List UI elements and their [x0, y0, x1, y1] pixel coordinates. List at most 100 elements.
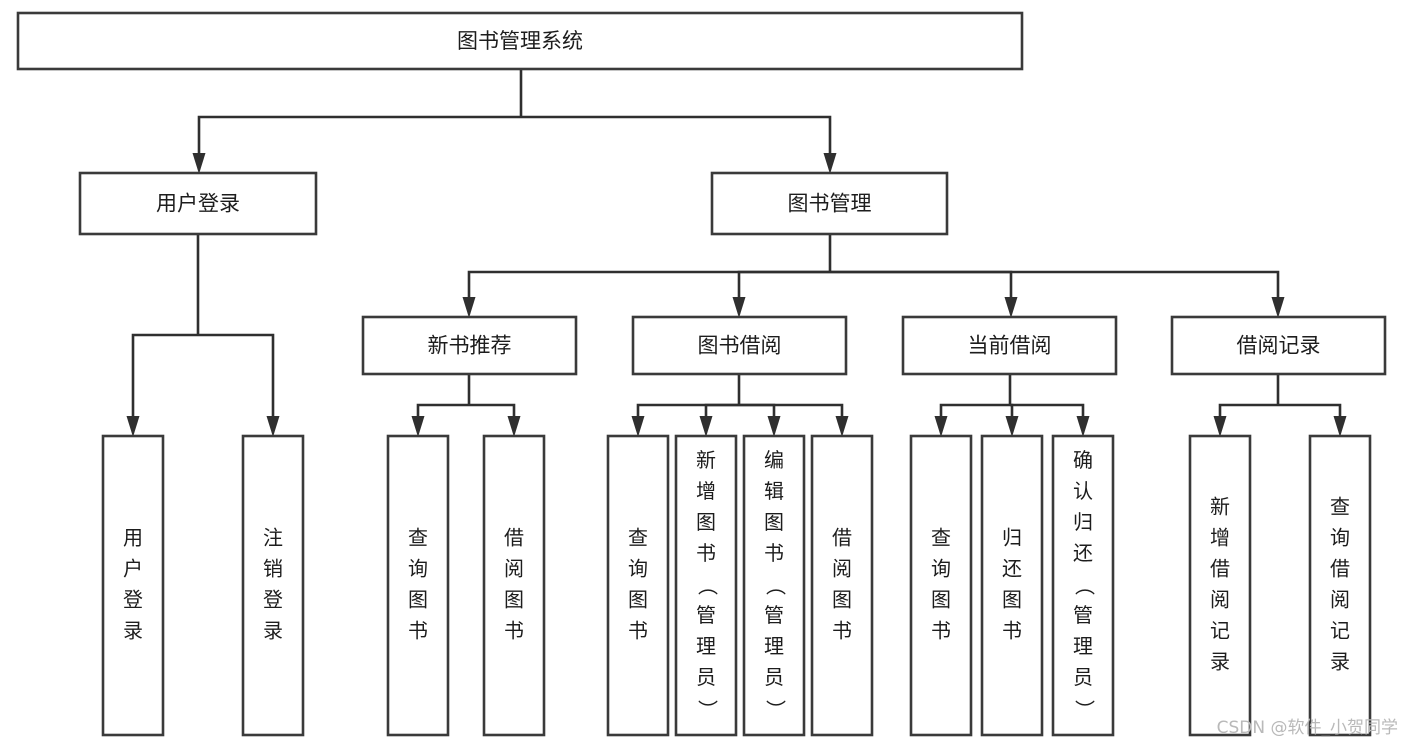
- node-box[interactable]: [361, 315, 578, 376]
- arrow-head-icon: [266, 416, 280, 437]
- node-box[interactable]: [1188, 434, 1252, 737]
- node-label-char: 员: [764, 665, 784, 689]
- node-box[interactable]: [1308, 434, 1372, 737]
- node-box[interactable]: [980, 434, 1044, 737]
- node-label-char: 记: [1330, 619, 1350, 643]
- node-layer: 图书管理系统用户登录图书管理新书推荐图书借阅当前借阅借阅记录用户登录注销登录查询…: [16, 11, 1387, 737]
- node-current-borrow[interactable]: 当前借阅: [901, 315, 1118, 376]
- node-label: 当前借阅: [968, 334, 1052, 358]
- edge-book-manage-to-new-book-rec: [462, 270, 830, 318]
- node-root[interactable]: 图书管理系统: [16, 11, 1024, 71]
- edge-path: [704, 403, 739, 416]
- node-user-login[interactable]: 用户登录: [78, 171, 318, 236]
- edge-borrow-record-to-leaf-query-record: [1278, 403, 1347, 437]
- node-label-char: 理: [696, 634, 716, 658]
- node-box[interactable]: [1051, 434, 1115, 737]
- edge-root-to-book-manage: [521, 115, 837, 174]
- node-label-char: 查: [1330, 495, 1350, 519]
- node-box[interactable]: [674, 434, 738, 737]
- edge-path: [939, 403, 1010, 416]
- node-label-char: 用: [123, 526, 143, 550]
- edge-book-manage-to-book-borrow: [732, 270, 830, 318]
- edge-current-borrow-to-leaf-query-book-3: [934, 403, 1010, 437]
- arrow-head-icon: [631, 416, 645, 437]
- node-label-char: 还: [1073, 541, 1093, 565]
- arrow-head-icon: [1213, 416, 1227, 437]
- node-label: 用户登录: [156, 192, 240, 216]
- node-box[interactable]: [386, 434, 450, 737]
- node-label-char: （: [1073, 576, 1097, 596]
- node-label-char: 录: [1330, 650, 1350, 674]
- node-label-char: 阅: [832, 557, 852, 581]
- node-label-char: （: [696, 576, 720, 596]
- edge-new-book-rec-to-leaf-borrow-book-1: [469, 403, 521, 437]
- node-label-char: 书: [1002, 619, 1022, 643]
- node-label-char: 登: [123, 588, 143, 612]
- node-label-char: 阅: [504, 557, 524, 581]
- node-label-char: 图: [504, 588, 524, 612]
- edge-path: [636, 403, 739, 416]
- node-box[interactable]: [78, 171, 318, 236]
- edge-root-to-user-login: [192, 115, 521, 174]
- node-box[interactable]: [241, 434, 305, 737]
- node-box[interactable]: [482, 434, 546, 737]
- node-box[interactable]: [901, 315, 1118, 376]
- node-box[interactable]: [16, 11, 1024, 71]
- node-label-char: 管: [764, 603, 784, 627]
- node-label-char: 户: [123, 557, 143, 581]
- edge-book-borrow-to-leaf-edit-book: [739, 403, 781, 437]
- node-label-char: 员: [696, 665, 716, 689]
- node-box[interactable]: [909, 434, 973, 737]
- node-label-char: 归: [1002, 526, 1022, 550]
- node-label-char: 图: [408, 588, 428, 612]
- edge-path: [739, 403, 776, 416]
- node-label-char: 借: [504, 526, 524, 550]
- node-label-char: 借: [1330, 557, 1350, 581]
- node-label-char: 编: [764, 448, 784, 472]
- node-label-char: 增: [1210, 526, 1230, 550]
- edge-path: [197, 115, 521, 153]
- node-box[interactable]: [1170, 315, 1387, 376]
- arrow-head-icon: [823, 153, 837, 174]
- node-label-char: ）: [1073, 700, 1097, 720]
- node-box[interactable]: [101, 434, 165, 737]
- node-box[interactable]: [710, 171, 949, 236]
- arrow-head-icon: [732, 297, 746, 318]
- node-box[interactable]: [606, 434, 670, 737]
- node-new-book-rec[interactable]: 新书推荐: [361, 315, 578, 376]
- node-label-char: 增: [696, 479, 716, 503]
- node-book-manage[interactable]: 图书管理: [710, 171, 949, 236]
- arrow-head-icon: [462, 297, 476, 318]
- node-label-char: 询: [931, 557, 951, 581]
- node-box[interactable]: [742, 434, 806, 737]
- edge-path: [416, 403, 469, 416]
- node-label-char: 查: [628, 526, 648, 550]
- node-label-char: 图: [764, 510, 784, 534]
- edge-path: [467, 270, 830, 297]
- node-box[interactable]: [631, 315, 848, 376]
- node-book-borrow[interactable]: 图书借阅: [631, 315, 848, 376]
- node-leaf-user-login[interactable]: 用户登录: [101, 434, 165, 737]
- edge-book-borrow-to-leaf-add-book: [699, 403, 739, 437]
- edge-path: [1218, 403, 1278, 416]
- arrow-head-icon: [411, 416, 425, 437]
- node-borrow-record[interactable]: 借阅记录: [1170, 315, 1387, 376]
- node-box[interactable]: [810, 434, 874, 737]
- node-label-char: 图: [931, 588, 951, 612]
- node-label-char: 书: [931, 619, 951, 643]
- arrow-head-icon: [1005, 416, 1019, 437]
- node-label: 图书管理: [788, 192, 872, 216]
- edge-path: [830, 270, 1280, 297]
